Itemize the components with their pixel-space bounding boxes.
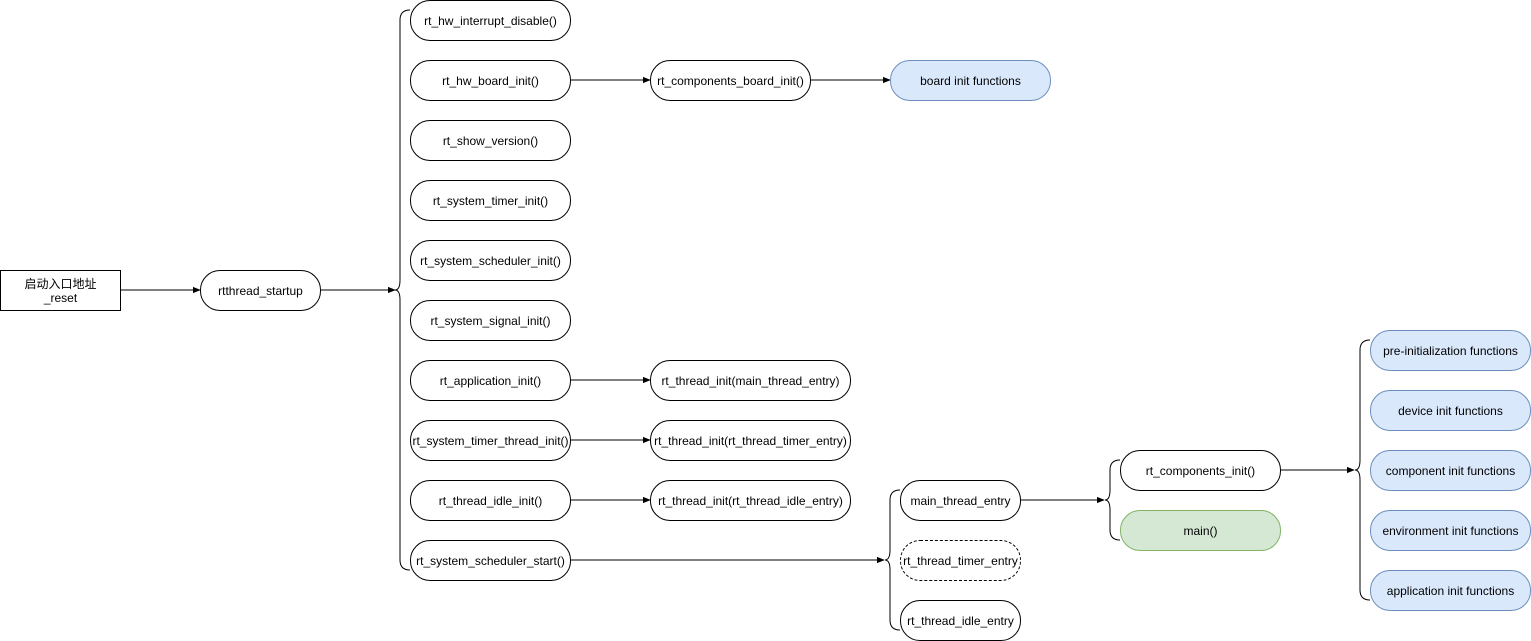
application-init-functions-node: application init functions [1370,570,1531,611]
rt-thread-idle-entry-node: rt_thread_idle_entry [900,600,1021,641]
system-signal-init-label: rt_system_signal_init() [430,313,551,328]
components-init-label: rt_components_init() [1145,463,1256,478]
system-scheduler-start-label: rt_system_scheduler_start() [416,553,565,568]
hw-interrupt-disable-label: rt_hw_interrupt_disable() [424,13,557,28]
main-function-label: main() [1183,523,1218,538]
component-init-functions-node: component init functions [1370,450,1531,491]
brace-components-init-calls [1354,339,1371,601]
hw-board-init-node: rt_hw_board_init() [410,60,571,101]
thread-init-idle-label: rt_thread_init(rt_thread_idle_entry) [658,493,843,508]
rtthread-startup-label: rtthread_startup [218,283,303,298]
device-init-functions-label: device init functions [1398,403,1503,418]
brace-startup-calls [394,9,411,571]
thread-idle-init-label: rt_thread_idle_init() [438,493,543,508]
rtthread-startup-node: rtthread_startup [200,270,321,311]
entry-reset-node: 启动入口地址 _reset [0,270,121,311]
system-scheduler-init-node: rt_system_scheduler_init() [410,240,571,281]
main-function-node: main() [1120,510,1281,551]
device-init-functions-node: device init functions [1370,390,1531,431]
show-version-label: rt_show_version() [442,133,539,148]
main-thread-entry-label: main_thread_entry [910,493,1011,508]
show-version-node: rt_show_version() [410,120,571,161]
components-init-node: rt_components_init() [1120,450,1281,491]
thread-init-timer-label: rt_thread_init(rt_thread_timer_entry) [654,433,847,448]
rt-thread-idle-entry-label: rt_thread_idle_entry [907,613,1014,628]
system-signal-init-node: rt_system_signal_init() [410,300,571,341]
system-timer-init-node: rt_system_timer_init() [410,180,571,221]
board-init-functions-label: board init functions [920,73,1021,88]
brace-main-thread-calls [1104,459,1121,541]
entry-label-line1: 启动入口地址 [24,276,97,291]
application-init-node: rt_application_init() [410,360,571,401]
thread-idle-init-node: rt_thread_idle_init() [410,480,571,521]
pre-init-functions-label: pre-initialization functions [1383,343,1518,358]
thread-init-main-node: rt_thread_init(main_thread_entry) [650,360,851,401]
main-thread-entry-node: main_thread_entry [900,480,1021,521]
application-init-label: rt_application_init() [439,373,542,388]
thread-init-idle-node: rt_thread_init(rt_thread_idle_entry) [650,480,851,521]
rt-thread-timer-entry-label: rt_thread_timer_entry [903,553,1018,568]
components-board-init-label: rt_components_board_init() [657,73,804,88]
thread-init-timer-node: rt_thread_init(rt_thread_timer_entry) [650,420,851,461]
system-scheduler-init-label: rt_system_scheduler_init() [420,253,561,268]
pre-init-functions-node: pre-initialization functions [1370,330,1531,371]
environment-init-functions-label: environment init functions [1382,523,1519,538]
application-init-functions-label: application init functions [1386,583,1515,598]
system-timer-init-label: rt_system_timer_init() [432,193,549,208]
system-scheduler-start-node: rt_system_scheduler_start() [410,540,571,581]
rt-thread-timer-entry-node: rt_thread_timer_entry [900,540,1021,581]
system-timer-thread-init-node: rt_system_timer_thread_init() [410,420,571,461]
entry-label-line2: _reset [43,290,78,305]
hw-interrupt-disable-node: rt_hw_interrupt_disable() [410,0,571,41]
components-board-init-node: rt_components_board_init() [650,60,811,101]
brace-scheduler-threads [884,489,901,631]
hw-board-init-label: rt_hw_board_init() [442,73,539,88]
board-init-functions-node: board init functions [890,60,1051,101]
thread-init-main-label: rt_thread_init(main_thread_entry) [661,373,840,388]
environment-init-functions-node: environment init functions [1370,510,1531,551]
component-init-functions-label: component init functions [1385,463,1516,478]
system-timer-thread-init-label: rt_system_timer_thread_init() [412,433,569,448]
